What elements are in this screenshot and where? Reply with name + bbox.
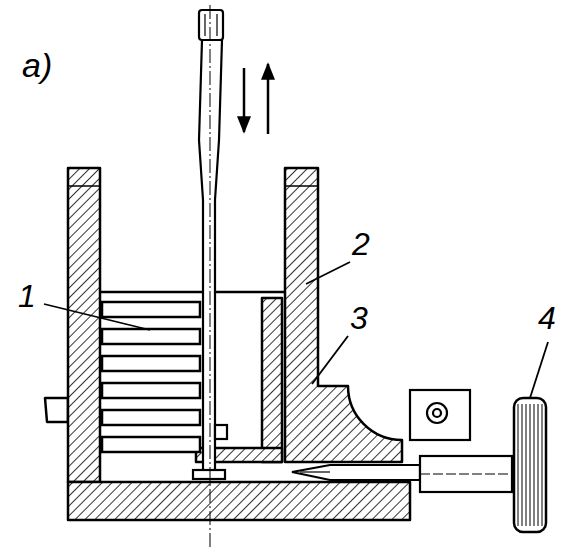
plunger-rod bbox=[193, 5, 227, 548]
needle-valve bbox=[292, 390, 512, 492]
leader-lines bbox=[44, 262, 548, 398]
knurled-knob bbox=[514, 398, 546, 532]
callout-number: 2 bbox=[352, 228, 370, 260]
motion-arrows bbox=[244, 64, 268, 134]
plate-stack bbox=[102, 302, 200, 452]
callout-number: 4 bbox=[538, 302, 556, 334]
figure-label: a) bbox=[22, 48, 52, 82]
callout-number: 1 bbox=[18, 280, 36, 312]
callout-number: 3 bbox=[350, 302, 368, 334]
